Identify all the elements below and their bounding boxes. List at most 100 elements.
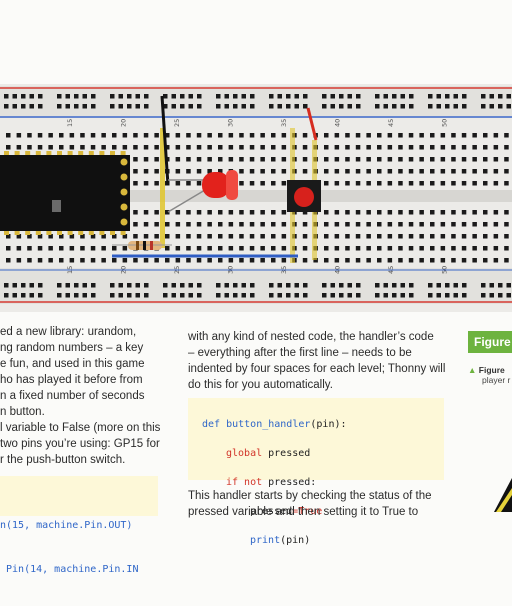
board-hole <box>16 133 22 138</box>
board-hole <box>398 145 403 150</box>
board-hole <box>37 145 43 150</box>
led-rim <box>226 170 238 200</box>
rail-hole <box>38 283 43 288</box>
rail-hole <box>392 293 397 298</box>
rail-hole <box>74 104 79 109</box>
figure-badge: Figure <box>468 331 512 353</box>
board-hole <box>143 133 149 138</box>
board-hole <box>59 133 64 138</box>
bottom-row-number: 15 <box>66 266 74 274</box>
rail-hole <box>144 293 149 298</box>
board-hole <box>112 234 117 239</box>
rail-hole <box>428 104 433 109</box>
figure-caption-label: Figure <box>478 365 505 375</box>
rail-hole <box>250 94 255 99</box>
rail-hole <box>383 94 388 99</box>
board-hole <box>165 210 170 215</box>
board-hole <box>154 234 159 239</box>
board-hole <box>239 181 244 186</box>
board-hole <box>461 210 467 215</box>
board-hole <box>27 133 32 138</box>
rail-hole <box>4 293 9 298</box>
rail-hole <box>180 94 185 99</box>
rail-hole <box>375 94 380 99</box>
rail-hole <box>436 104 441 109</box>
rail-hole <box>392 283 397 288</box>
board-hole <box>398 246 403 251</box>
board-hole <box>408 181 414 186</box>
board-hole <box>334 145 340 150</box>
rail-hole <box>489 94 494 99</box>
board-hole <box>483 222 488 227</box>
rail-hole <box>330 283 335 288</box>
board-hole <box>186 181 191 186</box>
rail-hole <box>197 293 202 298</box>
pico-header-pin <box>110 151 115 155</box>
rail-hole <box>481 104 486 109</box>
board-hole <box>408 169 414 174</box>
rail-hole <box>188 283 193 288</box>
rail-hole <box>400 94 405 99</box>
board-hole <box>165 258 170 263</box>
top-row-number: 15 <box>66 119 74 127</box>
board-hole <box>504 133 509 138</box>
black-jumper-wire <box>160 95 170 186</box>
board-hole <box>143 181 149 186</box>
board-hole <box>37 258 43 263</box>
board-hole <box>165 145 170 150</box>
rail-hole <box>118 283 123 288</box>
board-hole <box>249 222 255 227</box>
bottom-row-number: 35 <box>280 266 288 274</box>
board-hole <box>143 258 149 263</box>
board-hole <box>302 246 308 251</box>
board-hole <box>69 234 75 239</box>
rail-hole <box>347 94 352 99</box>
board-hole <box>122 133 128 138</box>
rail-hole <box>29 283 34 288</box>
board-hole <box>461 222 467 227</box>
rail-hole <box>233 94 238 99</box>
rail-hole <box>489 283 494 288</box>
board-hole <box>218 234 223 239</box>
board-hole <box>260 210 265 215</box>
board-hole <box>430 133 435 138</box>
board-hole <box>345 157 350 162</box>
pico-header-pin <box>78 231 84 235</box>
board-hole <box>355 145 361 150</box>
rail-hole <box>12 104 17 109</box>
mid-code-block: def button_handler(pin): global pressed … <box>188 398 444 546</box>
board-hole <box>133 181 138 186</box>
rail-hole <box>163 283 168 288</box>
left-code-line-2: Pin(14, machine.Pin.IN <box>0 563 158 578</box>
board-hole <box>112 258 117 263</box>
board-hole <box>249 169 255 174</box>
board-hole <box>90 258 96 263</box>
code-assign-val: True <box>298 505 323 517</box>
board-hole <box>483 133 488 138</box>
board-hole <box>430 222 435 227</box>
board-hole <box>143 234 149 239</box>
board-hole <box>345 181 350 186</box>
rail-hole <box>57 283 62 288</box>
rail-hole <box>409 94 414 99</box>
rail-hole <box>400 104 405 109</box>
code-if-kw: if not <box>226 476 263 488</box>
board-hole <box>143 145 149 150</box>
rail-hole <box>163 104 168 109</box>
rail-hole <box>110 104 115 109</box>
rail-hole <box>445 293 450 298</box>
rail-hole <box>250 293 255 298</box>
board-hole <box>398 222 403 227</box>
board-hole <box>483 181 488 186</box>
board-hole <box>387 246 393 251</box>
board-hole <box>260 222 265 227</box>
board-hole <box>133 210 138 215</box>
board-hole <box>281 181 287 186</box>
rail-hole <box>233 104 238 109</box>
rail-hole <box>127 94 132 99</box>
board-hole <box>37 234 43 239</box>
board-hole <box>122 145 128 150</box>
top-row-number: 45 <box>387 119 395 127</box>
board-hole <box>451 157 456 162</box>
